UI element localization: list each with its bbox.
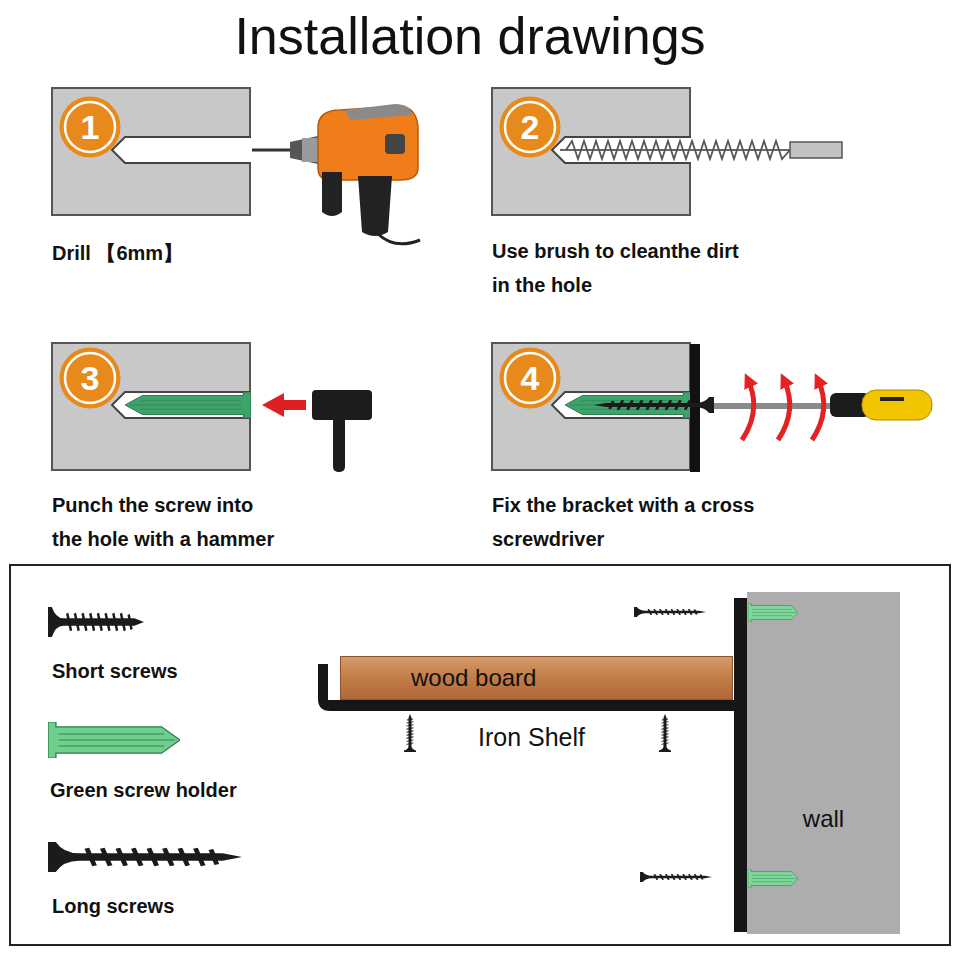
parts-icons xyxy=(48,722,180,758)
callout-ring xyxy=(505,102,555,152)
brush-icon xyxy=(560,141,842,159)
hammer-icon xyxy=(282,400,306,410)
screwdriver-icon xyxy=(880,397,904,401)
step-caption: Drill 【6mm】 xyxy=(52,236,352,270)
screwdriver-icon xyxy=(714,380,932,440)
screwdriver-icon xyxy=(862,390,932,420)
callout-ring xyxy=(65,102,115,152)
hammer-icon xyxy=(312,390,372,420)
callout-ring xyxy=(505,353,555,403)
shelf-screws xyxy=(404,714,416,752)
drill-icon xyxy=(252,149,292,152)
step-number: 4 xyxy=(499,347,561,409)
part-label: wall xyxy=(803,804,844,834)
hammer-icon xyxy=(333,416,345,472)
callout-circle xyxy=(500,97,561,158)
step-caption: Punch the screw into the hole with a ham… xyxy=(52,488,277,556)
drill-icon xyxy=(345,104,412,120)
shelf-screws xyxy=(634,607,706,617)
screwdriver-icon xyxy=(742,380,754,440)
part-name: Long screws xyxy=(52,889,312,923)
parts-icons xyxy=(48,607,144,637)
iron-shelf-bracket xyxy=(318,598,747,932)
step-caption: Use brush to cleanthe dirt in the hole xyxy=(492,234,754,302)
parts-frame xyxy=(10,565,950,945)
drill-icon xyxy=(252,104,420,244)
brush-panel xyxy=(492,88,691,215)
drill-panel xyxy=(52,88,251,215)
screwdriver-icon xyxy=(714,403,832,409)
shelf-screws xyxy=(404,607,712,882)
shelf-screws xyxy=(640,872,712,882)
iron-shelf-bracket xyxy=(734,598,747,932)
drill-icon xyxy=(385,134,405,154)
hammer-icon xyxy=(262,390,372,472)
part-name: Green screw holder xyxy=(50,773,310,807)
drill-icon xyxy=(378,234,420,244)
callout-ring xyxy=(65,353,115,403)
callout-number: 4 xyxy=(521,361,540,395)
anchor-panel xyxy=(112,392,251,418)
wall-anchors xyxy=(747,592,900,934)
parts-icons xyxy=(48,607,242,872)
drill-panel xyxy=(112,137,251,163)
anchor-panel xyxy=(52,343,250,470)
step-number: 2 xyxy=(499,96,561,158)
drill-icon xyxy=(302,138,318,162)
bracket-panel xyxy=(690,344,700,472)
step-number: 3 xyxy=(59,347,121,409)
hammer-icon xyxy=(262,393,284,417)
parts-icons xyxy=(48,842,242,872)
anchor-panel xyxy=(52,343,251,470)
callout-circle xyxy=(60,97,121,158)
title: Installation drawings xyxy=(0,4,940,68)
shelf-screws xyxy=(659,714,671,752)
brush-icon xyxy=(790,142,842,158)
step-caption: Fix the bracket with a cross screwdriver xyxy=(492,488,792,556)
screw-holder-icon xyxy=(748,603,798,622)
wood-board: wood board xyxy=(340,656,733,700)
bracket-panel xyxy=(594,397,714,413)
callout-circle xyxy=(60,348,121,409)
drill-icon xyxy=(358,176,392,236)
screw-holder-icon xyxy=(748,869,798,888)
screwdriver-icon xyxy=(812,380,824,440)
screwdriver-icon xyxy=(778,380,790,440)
part-name: Short screws xyxy=(52,654,312,688)
drill-panel xyxy=(52,88,250,215)
step-number: 1 xyxy=(59,96,121,158)
callout-number: 1 xyxy=(81,110,100,144)
wall: wall xyxy=(747,592,900,934)
anchor-panel xyxy=(125,392,251,418)
part-name: Iron Shelf xyxy=(478,720,638,754)
callout-circle xyxy=(500,348,561,409)
callout-number: 3 xyxy=(81,361,100,395)
bracket-panel xyxy=(492,343,714,472)
drill-icon xyxy=(322,172,342,216)
drill-icon xyxy=(290,136,318,164)
callout-number: 2 xyxy=(521,110,540,144)
brush-icon xyxy=(566,141,790,159)
part-label: wood board xyxy=(411,663,536,693)
